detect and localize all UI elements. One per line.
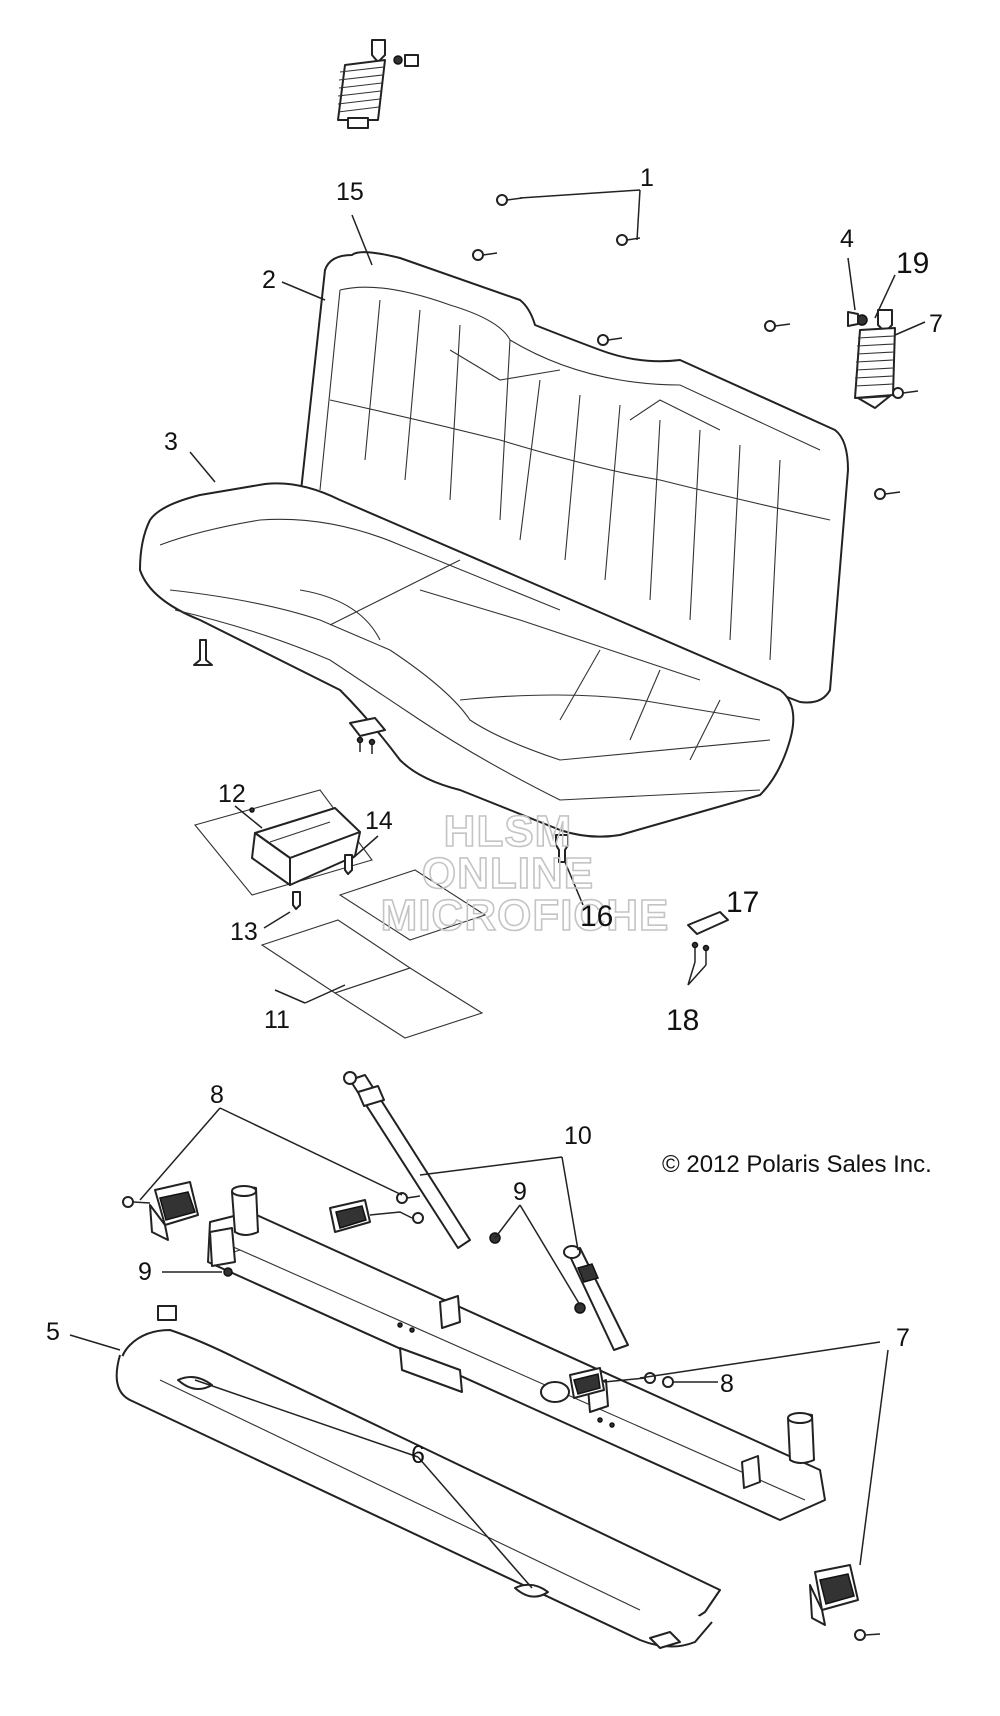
callout-6: 6: [411, 1441, 425, 1469]
callout-11: 11: [264, 1006, 290, 1034]
seat-cushion: [139, 482, 795, 838]
callout-labels: 1 15 2 4 19 7 3 12 14 13 16 11 17 18 8 1…: [46, 164, 943, 1469]
callout-9-left: 9: [138, 1258, 152, 1286]
watermark-line-3: MICROFICHE: [381, 891, 670, 940]
callout-14: 14: [365, 807, 393, 835]
watermark: HLSM ONLINE MICROFICHE: [380, 806, 670, 941]
callout-18: 18: [666, 1004, 699, 1037]
seat-frame: [115, 1305, 721, 1649]
seat-belt-assemblies: [122, 1071, 881, 1641]
right-spring-boot: [847, 309, 896, 409]
watermark-line-1: HLSM: [444, 807, 573, 856]
callout-3: 3: [164, 428, 178, 456]
storage-tray-part-12: [194, 789, 373, 910]
pads-part-11: [260, 869, 487, 1039]
callout-19: 19: [896, 247, 929, 280]
callout-4: 4: [840, 225, 854, 253]
callout-16: 16: [580, 900, 613, 933]
top-spring-boot: [337, 39, 419, 129]
callout-7-bottom: 7: [896, 1324, 910, 1352]
callout-15: 15: [336, 178, 364, 206]
bracket-under-seat: [349, 717, 386, 754]
plate-part-17: [687, 911, 729, 965]
watermark-line-2: ONLINE: [422, 849, 594, 898]
copyright-notice: © 2012 Polaris Sales Inc.: [662, 1151, 932, 1178]
callout-12: 12: [218, 780, 246, 808]
callout-8-top: 8: [210, 1081, 224, 1109]
callout-13: 13: [230, 918, 258, 946]
callout-7-top: 7: [929, 310, 943, 338]
callout-2: 2: [262, 266, 276, 294]
callout-9-middle: 9: [513, 1178, 527, 1206]
callout-10: 10: [564, 1122, 592, 1150]
callout-17: 17: [726, 886, 759, 919]
callout-8-right: 8: [720, 1370, 734, 1398]
callout-1: 1: [640, 164, 654, 192]
leader-lines: [69, 189, 926, 1589]
callout-5: 5: [46, 1318, 60, 1346]
